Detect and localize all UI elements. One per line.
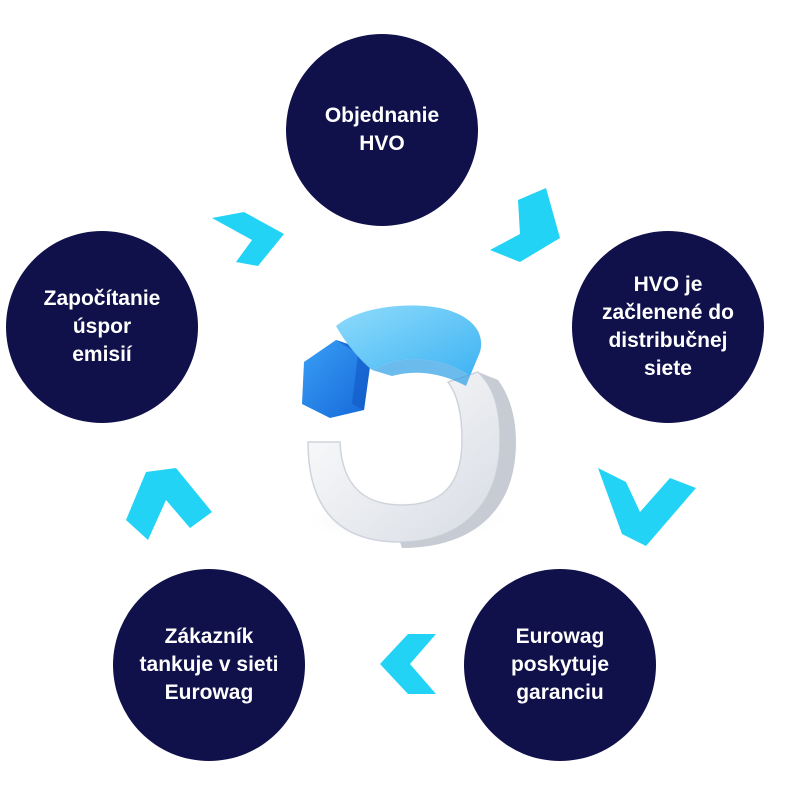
step-circle-5: Započítanie úspor emisií (6, 231, 198, 423)
step-circle-3: Eurowag poskytuje garanciu (464, 569, 656, 761)
step-circle-2: HVO je začlenené do distribučnej siete (572, 231, 764, 423)
cycle-segment-white (307, 371, 501, 543)
chevron-icon (490, 188, 560, 262)
step-circle-1: Objednanie HVO (286, 34, 478, 226)
step-circle-4: Zákazník tankuje v sieti Eurowag (113, 569, 305, 761)
chevron-icon (380, 634, 436, 694)
step-label-1: Objednanie HVO (324, 104, 440, 155)
chevron-icon (212, 212, 284, 266)
chevron-icon (126, 468, 212, 540)
step-label-4: Zákazník tankuje v sieti Eurowag (139, 625, 279, 704)
step-label-5: Započítanie úspor emisií (43, 287, 161, 366)
chevron-icon (598, 468, 696, 546)
cycle-segment-white-side (400, 372, 516, 548)
cycle-segment-light (336, 305, 482, 376)
step-label-2: HVO je začlenené do distribučnej siete (602, 273, 734, 380)
step-label-3: Eurowag poskytuje garanciu (510, 625, 610, 704)
